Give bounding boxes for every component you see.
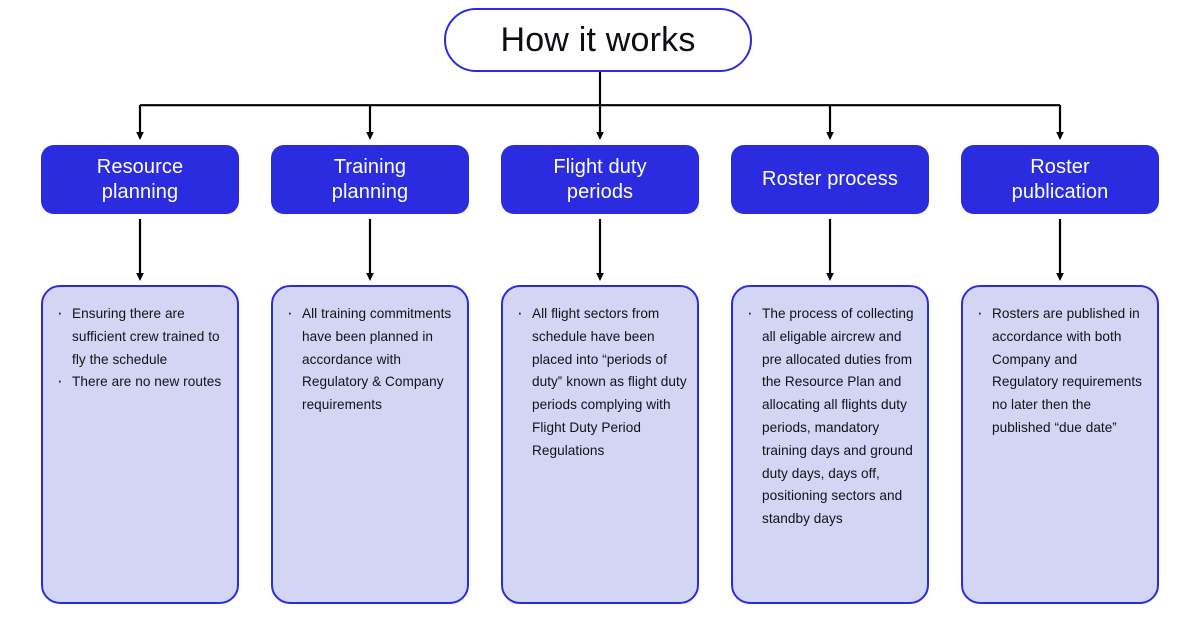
stage-header-roster-publication[interactable]: Roster publication: [961, 145, 1159, 214]
diagram-title-box: How it works: [444, 8, 752, 72]
bullet-list: Rosters are published in accordance with…: [973, 302, 1147, 440]
stage-content-roster-publication: Rosters are published in accordance with…: [961, 285, 1159, 604]
bullet-list: The process of collecting all eligable a…: [743, 302, 917, 531]
list-item: The process of collecting all eligable a…: [743, 302, 917, 531]
stage-content-resource-planning: Ensuring there are sufficient crew train…: [41, 285, 239, 604]
stage-header-training-planning[interactable]: Training planning: [271, 145, 469, 214]
stage-header-label: Training planning: [331, 156, 409, 203]
stage-content-flight-duty-periods: All flight sectors from schedule have be…: [501, 285, 699, 604]
stage-header-roster-process[interactable]: Roster process: [731, 145, 929, 214]
page-title: How it works: [500, 21, 696, 59]
list-item: There are no new routes: [53, 370, 227, 394]
stage-content-roster-process: The process of collecting all eligable a…: [731, 285, 929, 604]
stage-header-label: Roster process: [762, 168, 898, 191]
list-item: Ensuring there are sufficient crew train…: [53, 302, 227, 371]
stage-content-training-planning: All training commitments have been plann…: [271, 285, 469, 604]
list-item: Rosters are published in accordance with…: [973, 302, 1147, 440]
bullet-list: Ensuring there are sufficient crew train…: [53, 302, 227, 394]
list-item: All training commitments have been plann…: [283, 302, 457, 417]
stage-header-flight-duty-periods[interactable]: Flight duty periods: [501, 145, 699, 214]
bullet-list: All flight sectors from schedule have be…: [513, 302, 687, 463]
list-item: All flight sectors from schedule have be…: [513, 302, 687, 463]
stage-header-resource-planning[interactable]: Resource planning: [41, 145, 239, 214]
stage-header-label: Flight duty periods: [553, 156, 647, 203]
stage-header-label: Resource planning: [96, 156, 184, 203]
bullet-list: All training commitments have been plann…: [283, 302, 457, 417]
stage-header-label: Roster publication: [1011, 156, 1109, 203]
